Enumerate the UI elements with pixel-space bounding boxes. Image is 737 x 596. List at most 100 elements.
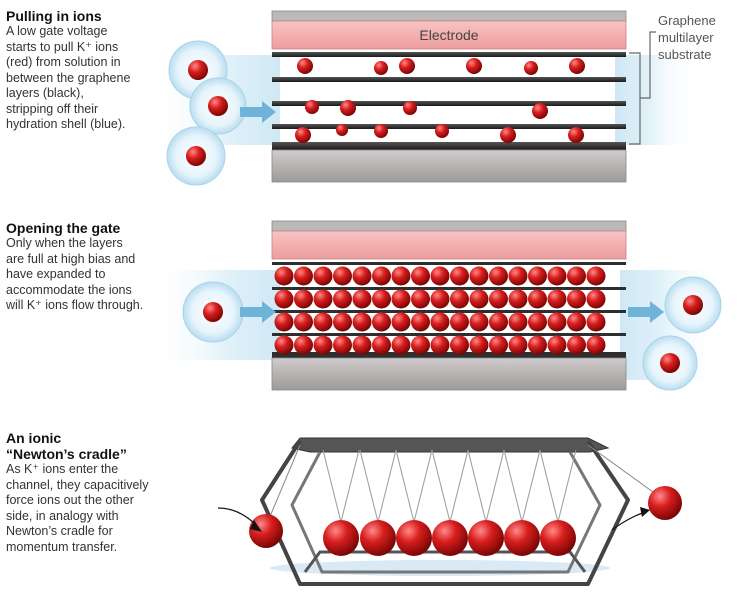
k-ion: [528, 289, 547, 309]
k-ion: [352, 289, 372, 309]
k-ion: [508, 289, 528, 309]
cradle-frame-top: [291, 437, 610, 453]
flow-arrow-icon: [628, 301, 664, 323]
k-ion: [297, 58, 313, 74]
k-ion: [430, 335, 450, 355]
flow-arrow-icon: [240, 101, 276, 123]
cradle-ball: [323, 520, 359, 556]
entry-arrowhead-icon: [250, 520, 262, 532]
cradle-string: [265, 444, 301, 527]
body-line: have expanded to: [6, 267, 106, 281]
panel2-art: [150, 220, 722, 391]
k-ion: [469, 335, 489, 355]
k-ion: [372, 335, 391, 355]
k-ion: [294, 266, 313, 286]
panel-body: As K⁺ ions enter the channel, they capac…: [6, 462, 148, 555]
k-ion: [528, 266, 547, 286]
k-ion: [450, 266, 469, 286]
k-ion: [450, 312, 469, 332]
k-ion: [567, 312, 586, 332]
k-ion: [469, 312, 489, 332]
k-ion: [508, 312, 528, 332]
k-ion: [305, 100, 319, 114]
cradle-string: [431, 449, 451, 523]
k-ion: [340, 100, 356, 116]
k-ion: [586, 266, 606, 286]
k-ion: [683, 295, 703, 315]
cradle-string: [587, 444, 665, 501]
body-line: stripping off their: [6, 101, 99, 116]
k-ion: [660, 353, 680, 373]
cradle-ball: [540, 520, 576, 556]
cradle-frame-inner: [290, 451, 602, 574]
panel-pulling-in-ions: Pulling in ions A low gate voltage start…: [6, 8, 130, 133]
k-ion: [313, 266, 333, 286]
substrate-bracket: [629, 31, 656, 145]
k-ion: [469, 289, 489, 309]
k-ion: [333, 335, 352, 355]
k-ion: [391, 312, 411, 332]
k-ion: [430, 266, 450, 286]
panel-heading: An ionic “Newton’s cradle”: [6, 430, 148, 462]
k-ion: [333, 289, 352, 309]
cradle-string: [377, 449, 397, 523]
k-ion: [274, 335, 294, 355]
k-ion: [186, 146, 206, 166]
body-line: Only when the layers: [6, 236, 123, 250]
k-ion: [435, 124, 449, 138]
cradle-balls: [323, 520, 576, 556]
panel1-art: Electrode: [150, 10, 716, 186]
k-ion: [313, 312, 333, 332]
k-ion-entering: [249, 514, 283, 548]
cradle-string: [557, 449, 577, 523]
body-line: layers (black),: [6, 86, 84, 100]
cradle-string: [485, 449, 505, 523]
graphene-layer: [272, 142, 626, 150]
panel-body: Only when the layers are full at high bi…: [6, 236, 143, 314]
graphene-layer: [272, 262, 626, 265]
k-ion: [547, 266, 567, 286]
panel3-art: [217, 437, 682, 586]
cradle-ball: [432, 520, 468, 556]
k-ion: [528, 335, 547, 355]
k-ion: [489, 312, 508, 332]
body-line: As K⁺ ions enter the: [6, 462, 119, 476]
body-line: force ions out the other: [6, 493, 134, 507]
k-ion-exiting: [648, 486, 682, 520]
cradle-string: [359, 449, 379, 523]
k-ion: [399, 58, 415, 74]
k-ion: [274, 266, 294, 286]
k-ion: [547, 335, 567, 355]
body-line: between the graphene: [6, 70, 131, 85]
body-line: accommodate the ions: [6, 282, 132, 297]
k-ion: [372, 312, 391, 332]
k-ion: [450, 335, 469, 355]
k-ion: [411, 335, 430, 355]
cradle-string: [503, 449, 523, 523]
heading-line: Opening the gate: [6, 220, 121, 236]
cradle-string: [322, 449, 342, 523]
k-ion: [333, 312, 352, 332]
k-ion: [203, 302, 223, 322]
k-ion: [508, 266, 528, 286]
k-ion: [489, 335, 508, 355]
k-ion: [391, 335, 411, 355]
body-line: side, in analogy with: [6, 508, 119, 523]
k-ion: [294, 289, 313, 309]
k-ion: [528, 312, 547, 332]
body-line: Newton’s cradle for: [6, 524, 113, 538]
body-line: (red) from solution in: [6, 55, 121, 69]
k-ion: [547, 312, 567, 332]
k-ion: [352, 335, 372, 355]
k-ion: [333, 266, 352, 286]
k-ion: [403, 101, 417, 115]
k-ion: [547, 289, 567, 309]
heading-line: An ionic: [6, 430, 62, 446]
k-ion: [586, 289, 606, 309]
cradle-string: [340, 449, 360, 523]
k-ion: [508, 335, 528, 355]
k-ion: [274, 312, 294, 332]
k-ion: [466, 58, 482, 74]
panel-heading: Pulling in ions: [6, 8, 130, 24]
k-ion: [295, 127, 311, 143]
